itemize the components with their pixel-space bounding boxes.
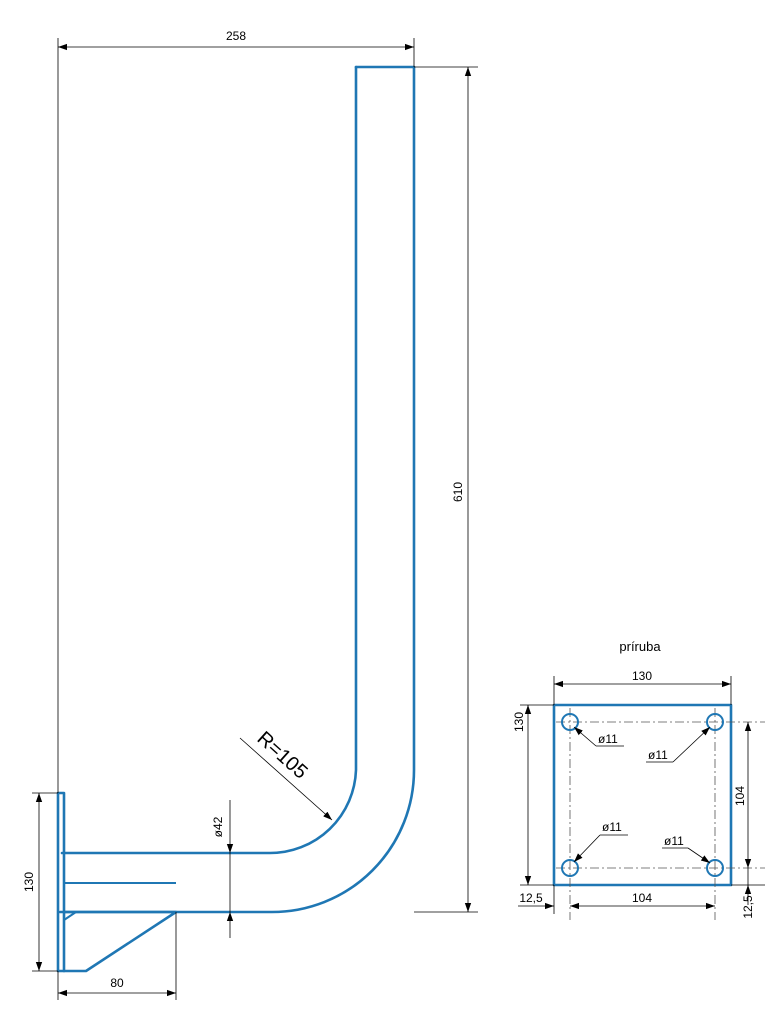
hole-bottom-left bbox=[561, 859, 579, 877]
wall-bracket bbox=[56, 65, 416, 973]
pipe-inner-contour bbox=[60, 65, 358, 855]
hole-bottom-right bbox=[706, 859, 724, 877]
height-label: 610 bbox=[451, 482, 465, 502]
pipe-diameter-label: ø42 bbox=[211, 816, 225, 837]
dimension-flange-width: 130 bbox=[553, 669, 732, 705]
edge-offset-bottom-label: 12,5 bbox=[741, 895, 755, 919]
base-height-label: 130 bbox=[22, 872, 36, 892]
flange-plate bbox=[552, 703, 765, 920]
hole-top-right bbox=[706, 713, 724, 731]
flange-outline bbox=[552, 703, 733, 887]
gusset-plate bbox=[62, 910, 178, 973]
dimension-edge-offset-left: 12,5 bbox=[518, 885, 555, 914]
hole-spacing-horizontal-label: 104 bbox=[632, 891, 652, 905]
hole-label-top-right: ø11 bbox=[648, 748, 668, 762]
width-label: 258 bbox=[226, 29, 246, 43]
gusset-chamfer bbox=[63, 911, 77, 921]
dimension-base-height: 130 bbox=[22, 792, 58, 972]
dimension-pipe-diameter: ø42 bbox=[211, 800, 234, 938]
hole-spacing-vertical-label: 104 bbox=[733, 786, 747, 806]
dimension-base-width: 80 bbox=[57, 912, 177, 1000]
dimension-radius: R=105 bbox=[239, 727, 333, 821]
dimension-edge-offset-bottom: 12,5 bbox=[731, 868, 765, 919]
pipe-outer-contour bbox=[58, 65, 416, 914]
dimension-height: 610 bbox=[414, 66, 478, 913]
wall-plate bbox=[56, 791, 66, 973]
dimension-hole-spacing-horizontal: 104 bbox=[570, 891, 715, 910]
hole-label-top-left: ø11 bbox=[598, 732, 618, 746]
flange-height-label: 130 bbox=[512, 712, 526, 732]
hole-callouts: ø11 ø11 ø11 ø11 bbox=[573, 726, 711, 864]
hole-label-bottom-right: ø11 bbox=[664, 834, 684, 848]
dimension-hole-spacing-vertical: 104 bbox=[733, 722, 752, 868]
base-width-label: 80 bbox=[110, 976, 124, 990]
hole-label-bottom-left: ø11 bbox=[602, 820, 622, 834]
dimension-flange-height: 130 bbox=[512, 704, 554, 886]
flange-title: príruba bbox=[619, 639, 661, 654]
hole-top-left bbox=[561, 713, 579, 731]
edge-offset-left-label: 12,5 bbox=[519, 891, 543, 905]
flange-width-label: 130 bbox=[632, 669, 652, 683]
dimension-width: 258 bbox=[57, 29, 415, 793]
